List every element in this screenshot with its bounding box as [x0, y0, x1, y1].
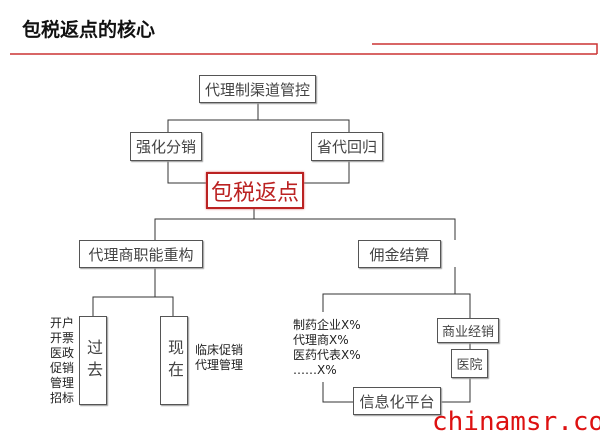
- past-item: 管理: [50, 376, 75, 390]
- node-right-branch: 省代回归: [311, 132, 383, 161]
- node-past: 过去: [79, 316, 107, 405]
- commission-item: ……X%: [293, 363, 337, 377]
- past-item: 医政: [50, 346, 75, 360]
- past-item: 开票: [50, 331, 75, 345]
- past-item: 促销: [50, 361, 75, 375]
- node-left-branch: 强化分销: [130, 132, 202, 161]
- commission-item: 制药企业X%: [293, 318, 361, 332]
- past-item: 开户: [50, 316, 75, 330]
- now-item: 代理管理: [195, 358, 244, 372]
- slide-title: 包税返点的核心: [22, 19, 156, 41]
- now-item: 临床促销: [195, 343, 244, 357]
- node-top: 代理制渠道管控: [199, 75, 316, 103]
- node-commission: 佣金结算: [358, 240, 441, 268]
- past-items: 开户 开票 医政 促销 管理 招标: [50, 316, 74, 406]
- watermark: chinamsr.com: [432, 407, 600, 435]
- node-center: 包税返点: [206, 172, 304, 209]
- commission-items: 制药企业X% 代理商X% 医药代表X% ……X%: [293, 318, 361, 378]
- title-underline: [10, 43, 598, 55]
- commission-item: 医药代表X%: [293, 348, 361, 362]
- node-platform: 信息化平台: [353, 387, 441, 415]
- node-hospital: 医院: [451, 349, 488, 378]
- past-item: 招标: [50, 391, 75, 405]
- commission-item: 代理商X%: [293, 333, 349, 347]
- now-items: 临床促销 代理管理: [195, 343, 243, 373]
- node-now: 现在: [160, 316, 188, 405]
- node-commercial: 商业经销: [437, 318, 499, 343]
- node-agent-restructure: 代理商职能重构: [79, 240, 203, 268]
